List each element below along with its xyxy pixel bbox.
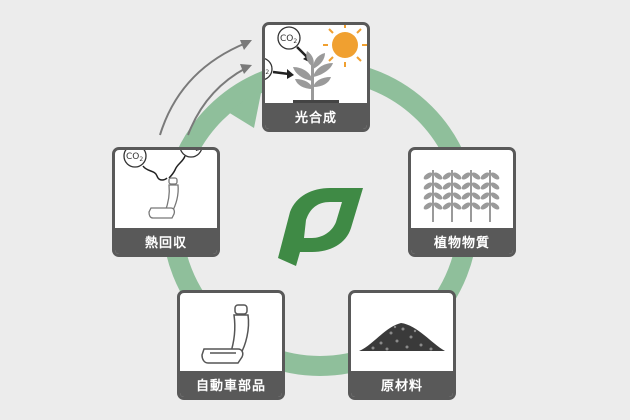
- card-heat-recovery-label: 熱回収: [115, 228, 217, 254]
- co2-arrow-inner: [187, 67, 247, 136]
- svg-text:CO2: CO2: [126, 152, 143, 163]
- card-raw-material-label: 原材料: [351, 371, 453, 397]
- svg-text:CO2: CO2: [265, 65, 269, 76]
- co2-bubble-icon: CO2: [123, 150, 147, 168]
- co2-bubble-icon: CO2: [277, 26, 301, 50]
- seat-illustration: [201, 304, 250, 364]
- card-auto-parts: 自動車部品: [177, 290, 285, 400]
- co2-arrow-outer-head-icon: [240, 40, 252, 50]
- co2-bubble-icon: CO2: [180, 150, 202, 158]
- cycle-arrowhead-icon: [228, 88, 262, 128]
- wheat-illustration: [423, 170, 500, 222]
- soil-line: [293, 100, 339, 103]
- sun-icon: [323, 25, 367, 67]
- card-photosynthesis-label: 光合成: [265, 103, 367, 129]
- co2-bubble-icon: CO2: [265, 58, 273, 80]
- card-plant-material-label: 植物物質: [411, 228, 513, 254]
- pellet-pile-icon: [359, 323, 445, 351]
- car-seat-icon: [201, 304, 250, 364]
- svg-text:CO2: CO2: [182, 150, 199, 153]
- card-plant-material: 植物物質: [408, 147, 516, 257]
- co2-arrow-inner-head-icon: [240, 64, 252, 74]
- heat-recovery-illustration: CO2 CO2: [123, 150, 202, 219]
- card-photosynthesis: CO2 CO2 光合成: [262, 22, 370, 132]
- card-auto-parts-label: 自動車部品: [180, 371, 282, 397]
- smoke-icon: [142, 155, 186, 181]
- small-seat-icon: [148, 177, 179, 219]
- card-raw-material: 原材料: [348, 290, 456, 400]
- card-heat-recovery: CO2 CO2 熱回収: [112, 147, 220, 257]
- svg-text:CO2: CO2: [280, 34, 297, 45]
- plant-icon: [293, 51, 333, 101]
- wheat-icon: [423, 170, 500, 222]
- leaf-icon: [278, 188, 363, 266]
- co2-arrow-outer: [159, 42, 247, 136]
- pellet-illustration: [359, 323, 445, 351]
- photosynthesis-illustration: CO2 CO2: [265, 25, 367, 103]
